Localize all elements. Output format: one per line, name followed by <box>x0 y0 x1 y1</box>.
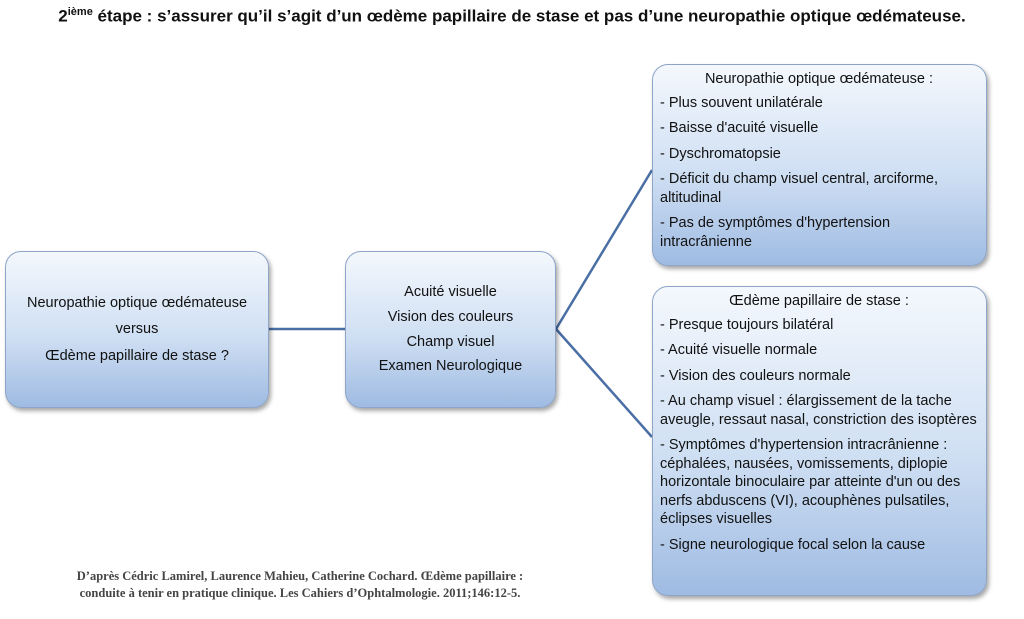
citation-line-2: conduite à tenir en pratique clinique. L… <box>79 585 521 600</box>
list-item: - Déficit du champ visuel central, arcif… <box>660 171 939 206</box>
list-item: - Symptômes d'hypertension intracrânienn… <box>660 437 961 528</box>
connector-middle-bottom <box>555 328 653 438</box>
question-box: Neuropathie optique œdémateuse versus Œd… <box>5 251 269 408</box>
papilledema-list: - Presque toujours bilatéral - Acuité vi… <box>660 316 978 555</box>
list-item: - Signe neurologique focal selon la caus… <box>660 537 926 554</box>
list-item: - Plus souvent unilatérale <box>660 94 823 111</box>
question-line-1: Neuropathie optique œdémateuse <box>26 294 248 311</box>
question-line-2: versus <box>115 321 159 338</box>
exam-item-2: Vision des couleurs <box>387 308 514 325</box>
citation-line-1: D’après Cédric Lamirel, Laurence Mahieu,… <box>76 569 524 583</box>
title-superscript: ième <box>67 6 93 18</box>
list-item: - Baisse d'acuité visuelle <box>660 120 819 137</box>
examination-box: Acuité visuelle Vision des couleurs Cham… <box>345 251 556 408</box>
exam-item-3: Champ visuel <box>406 333 495 350</box>
title-text: étape : s’assurer qu’il s’agit d’un œdèm… <box>92 6 966 26</box>
slide-title: 2ième étape : s’assurer qu’il s’agit d’u… <box>0 6 1024 27</box>
list-item: - Presque toujours bilatéral <box>660 316 834 333</box>
list-item: - Pas de symptômes d'hypertension intrac… <box>660 215 891 250</box>
papilledema-heading: Œdème papillaire de stase : <box>729 293 909 309</box>
question-line-3: Œdème papillaire de stase ? <box>45 347 229 364</box>
connector-middle-top <box>554 169 654 330</box>
optic-neuropathy-heading: Neuropathie optique œdémateuse : <box>704 71 934 87</box>
list-item: - Dyschromatopsie <box>660 145 781 162</box>
exam-item-4: Examen Neurologique <box>378 358 523 375</box>
list-item: - Vision des couleurs normale <box>660 367 851 384</box>
exam-item-1: Acuité visuelle <box>404 284 497 301</box>
title-step-number: 2 <box>58 6 68 26</box>
source-citation: D’après Cédric Lamirel, Laurence Mahieu,… <box>20 568 580 602</box>
papilledema-box: Œdème papillaire de stase : - Presque to… <box>652 286 987 596</box>
optic-neuropathy-box: Neuropathie optique œdémateuse : - Plus … <box>652 64 987 266</box>
list-item: - Au champ visuel : élargissement de la … <box>660 393 977 428</box>
optic-neuropathy-list: - Plus souvent unilatérale - Baisse d'ac… <box>660 94 978 252</box>
list-item: - Acuité visuelle normale <box>660 342 818 359</box>
